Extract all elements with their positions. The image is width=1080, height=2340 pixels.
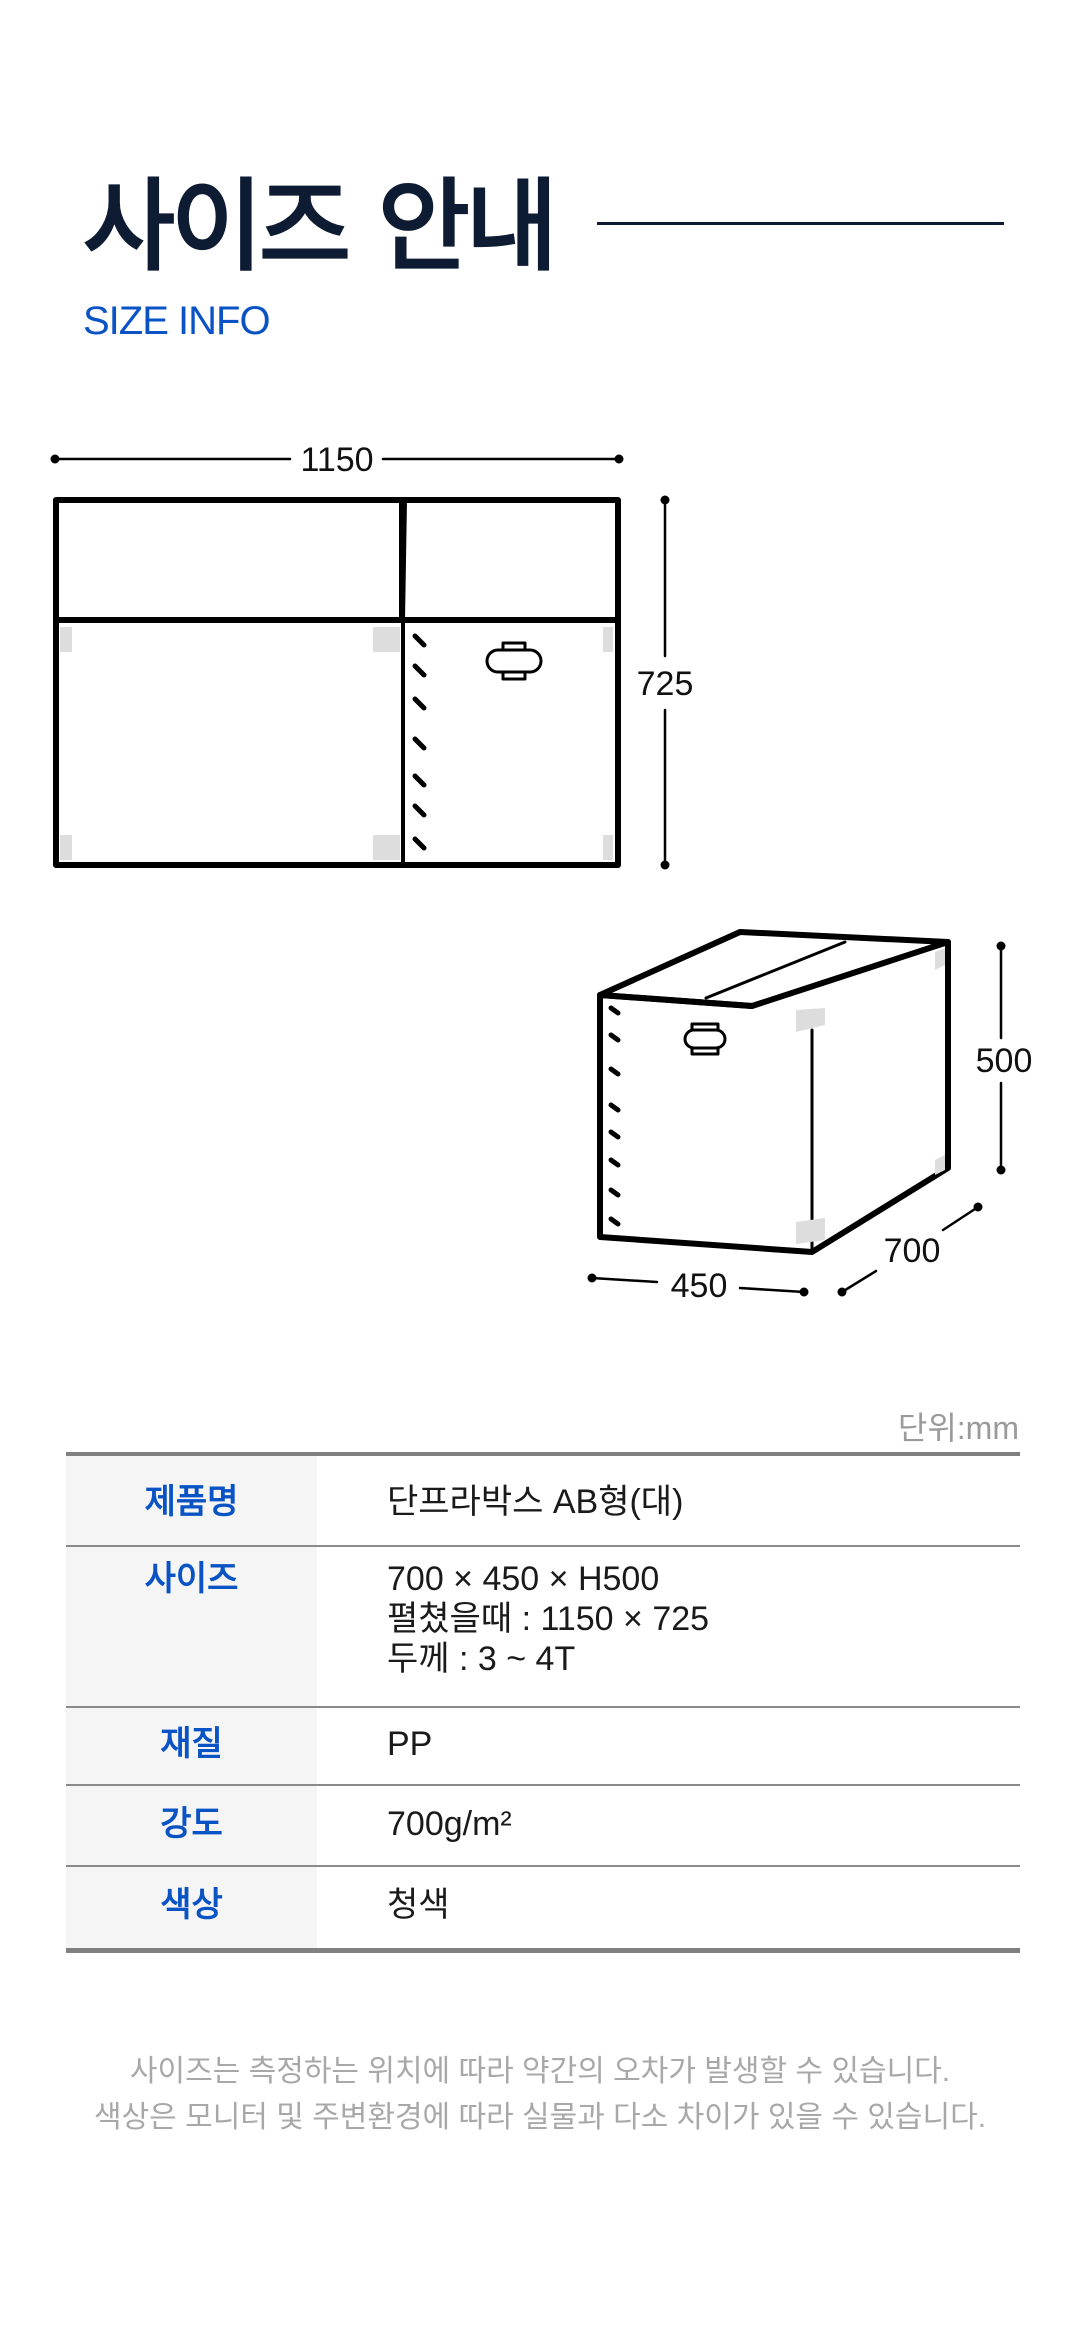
value-line: 700 × 450 × H500 — [387, 1560, 660, 1598]
row-label-material: 재질 — [66, 1707, 317, 1786]
table-row: 제품명 단프라박스 AB형(대) — [66, 1454, 1020, 1547]
value-line: 두께 : 3 ~ 4T — [387, 1640, 576, 1678]
box-height-label: 500 — [976, 1042, 1033, 1080]
handle-icon — [683, 1022, 727, 1056]
value-line: 700g/m² — [387, 1805, 512, 1843]
box-depth-label: 700 — [884, 1232, 941, 1270]
flat-width-label: 1150 — [300, 441, 373, 479]
row-value-material: PP — [317, 1707, 1020, 1786]
unit-label: 단위:mm — [897, 1410, 1019, 1446]
page-title: 사이즈 안내 — [83, 168, 558, 285]
size-diagram: 1150 725 — [50, 441, 1033, 1305]
row-value-strength: 700g/m² — [317, 1785, 1020, 1867]
row-label-size: 사이즈 — [66, 1546, 317, 1708]
handle-icon — [485, 641, 543, 681]
flat-height-label: 725 — [637, 665, 694, 703]
row-label-strength: 강도 — [66, 1785, 317, 1867]
page-subtitle: SIZE INFO — [83, 299, 271, 343]
value-line: 단프라박스 AB형(대) — [387, 1483, 684, 1521]
row-label-product-name: 제품명 — [66, 1454, 317, 1547]
row-value-product-name: 단프라박스 AB형(대) — [317, 1454, 1020, 1547]
flat-layout-diagram — [50, 454, 670, 870]
table-row: 사이즈 700 × 450 × H500 펼쳤을때 : 1150 × 725 두… — [66, 1546, 1020, 1708]
box-width-label: 450 — [671, 1267, 728, 1305]
table-row: 강도 700g/m² — [66, 1785, 1020, 1867]
row-value-size: 700 × 450 × H500 펼쳤을때 : 1150 × 725 두께 : … — [317, 1546, 1020, 1708]
table-row: 재질 PP — [66, 1707, 1020, 1786]
row-value-color: 청색 — [317, 1866, 1020, 1950]
disclaimer-size: 사이즈는 측정하는 위치에 따라 약간의 오차가 발생할 수 있습니다. — [129, 2055, 951, 2088]
value-line: 청색 — [387, 1886, 450, 1924]
spec-table: 제품명 단프라박스 AB형(대) 사이즈 700 × 450 × H500 펼쳤… — [66, 1452, 1020, 1953]
title-divider — [597, 222, 1004, 225]
table-row: 색상 청색 — [66, 1866, 1020, 1950]
box-3d-diagram — [587, 929, 1006, 1297]
disclaimer-color: 색상은 모니터 및 주변환경에 따라 실물과 다소 차이가 있을 수 있습니다. — [93, 2101, 987, 2134]
value-line: PP — [387, 1725, 433, 1763]
value-line: 펼쳤을때 : 1150 × 725 — [387, 1600, 710, 1638]
row-label-color: 색상 — [66, 1866, 317, 1950]
